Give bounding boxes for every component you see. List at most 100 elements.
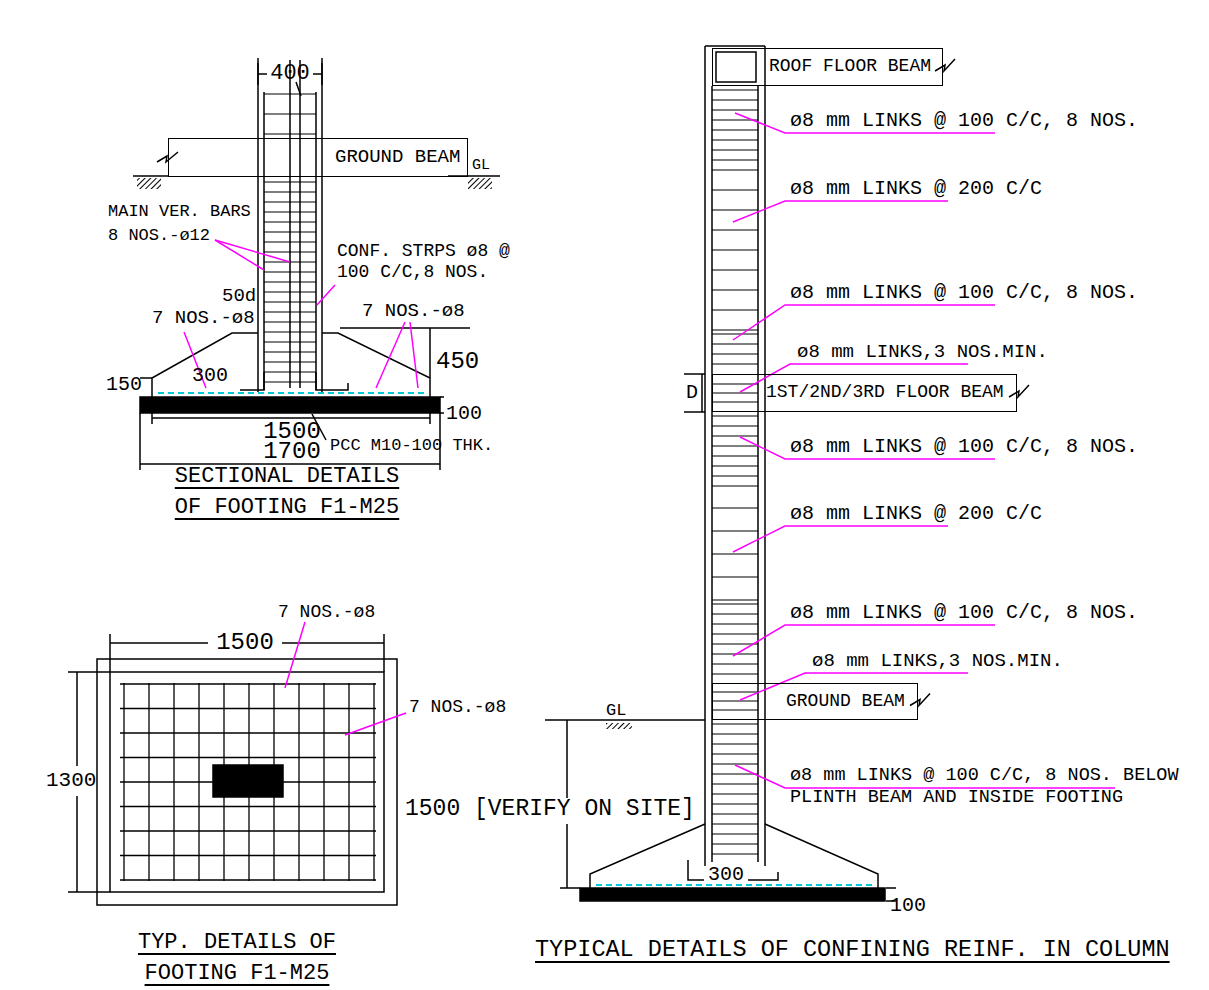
drawing-line	[712, 709, 758, 710]
drawing-line	[712, 435, 758, 436]
drawing-line	[289, 60, 291, 388]
drawing-line	[120, 683, 376, 684]
drawing-line	[705, 45, 765, 47]
drawing-line	[712, 833, 758, 834]
drawing-line	[110, 672, 384, 892]
annotation: MAIN VER. BARS 8 NOS.-ø12	[108, 200, 256, 248]
drawing-line	[158, 392, 424, 394]
drawing-line	[733, 526, 948, 552]
drawing-line	[264, 361, 316, 362]
drawing-line	[712, 129, 758, 130]
drawing-line	[468, 178, 492, 189]
annotation: ø8 mm LINKS,3 NOS.MIN.	[797, 341, 1048, 364]
drawing-line	[263, 92, 265, 390]
drawing-line	[712, 189, 758, 190]
drawing-title: SECTIONAL DETAILS OF FOOTING F1-M25	[171, 461, 402, 523]
drawing-line	[264, 311, 316, 312]
drawing-line	[712, 309, 758, 310]
drawing-line	[264, 133, 316, 134]
annotation: 100	[446, 402, 482, 426]
drawing-line	[120, 683, 376, 881]
drawing-line	[712, 169, 758, 170]
drawing-line	[712, 90, 758, 854]
drawing-line	[264, 241, 316, 242]
drawing-line	[120, 855, 376, 856]
drawing-line	[712, 633, 758, 634]
annotation: 150	[106, 373, 142, 397]
drawing-line	[712, 723, 758, 724]
annotation: 1700	[263, 438, 321, 467]
drawing-line	[76, 672, 78, 766]
drawing-line	[711, 86, 713, 862]
drawing-line	[701, 374, 703, 412]
drawing-line	[110, 642, 208, 644]
drawing-line	[264, 291, 316, 292]
drawing-line	[712, 455, 758, 456]
drawing-line	[712, 99, 758, 100]
annotation: 1300	[46, 768, 96, 793]
drawing-line	[712, 383, 758, 384]
drawing-line	[712, 700, 758, 701]
drawing-line	[712, 530, 758, 531]
drawing-line	[712, 733, 758, 734]
drawing-line	[712, 159, 758, 160]
annotation: 400	[270, 61, 310, 87]
drawing-line	[688, 860, 704, 880]
drawing-line	[712, 673, 758, 674]
annotation: GL	[472, 157, 490, 175]
drawing-line	[340, 327, 470, 329]
drawing-line	[712, 576, 758, 577]
drawing-line	[712, 603, 758, 604]
drawing-line	[712, 149, 758, 150]
drawing-line	[120, 757, 376, 758]
drawing-line	[264, 181, 316, 182]
drawing-line	[712, 763, 758, 764]
annotation: ø8 mm LINKS @ 100 C/C, 8 NOS.	[790, 435, 1138, 459]
drawing-line	[264, 321, 316, 322]
drawing-line	[712, 613, 758, 614]
drawing-line	[316, 372, 348, 390]
drawing-line	[285, 622, 305, 688]
annotation: ø8 mm LINKS @ 100 C/C, 8 NOS.	[790, 109, 1138, 133]
drawing-line	[712, 109, 758, 110]
annotation: 7 NOS.-ø8	[409, 697, 506, 719]
drawing-line	[712, 823, 758, 824]
drawing-line	[712, 343, 758, 344]
drawing-line	[712, 229, 758, 230]
drawing-line	[264, 371, 316, 372]
drawing-line	[429, 328, 431, 378]
drawing-line	[712, 813, 758, 814]
drawing-line	[317, 285, 335, 305]
beam-label: 1ST/2ND/3RD FLOOR BEAM	[766, 383, 1004, 403]
drawing-line	[590, 824, 705, 888]
drawing-line	[120, 708, 376, 709]
drawing-title: TYP. DETAILS OF FOOTING F1-M25	[135, 927, 340, 989]
drawing-line	[133, 175, 168, 177]
drawing-line	[712, 691, 758, 692]
drawing-line	[213, 765, 283, 797]
annotation: ø8 mm LINKS,3 NOS.MIN.	[812, 650, 1063, 673]
drawing-line	[264, 231, 316, 232]
drawing-line	[315, 92, 317, 390]
annotation: 7 NOS.-ø8	[362, 300, 465, 323]
drawing-line	[712, 843, 758, 844]
drawing-line	[712, 209, 758, 210]
drawing-line	[712, 269, 758, 270]
annotation: ø8 mm LINKS @ 100 C/C, 8 NOS. BELOW PLIN…	[790, 765, 1195, 809]
drawing-line	[440, 396, 444, 398]
drawing-line	[580, 888, 885, 901]
drawing-line	[712, 753, 758, 754]
drawing-line	[410, 322, 418, 388]
annotation: ø8 mm LINKS @ 100 C/C, 8 NOS.	[790, 601, 1138, 625]
drawing-line	[712, 783, 758, 784]
drawing-line	[109, 634, 111, 672]
drawing-line	[120, 879, 376, 880]
drawing-line	[68, 891, 110, 893]
linework	[68, 46, 896, 905]
beam-label: GROUND BEAM	[786, 692, 905, 712]
beam-box: 1ST/2ND/3RD FLOOR BEAM	[712, 374, 1017, 412]
annotation: 50d	[222, 285, 256, 308]
drawing-line	[712, 401, 758, 402]
drawing-line	[264, 341, 316, 342]
